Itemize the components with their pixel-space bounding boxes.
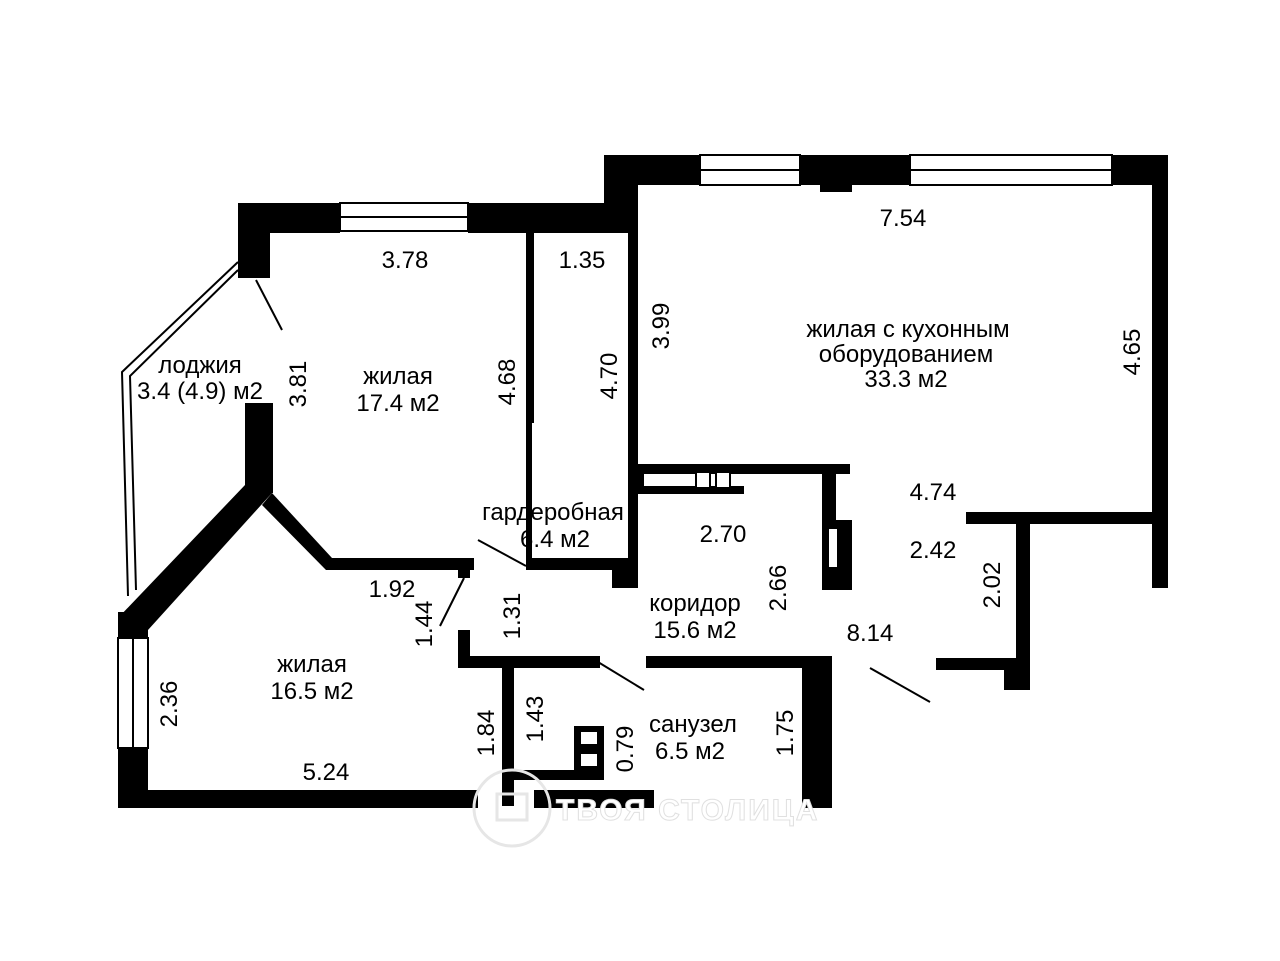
- corridor-area: 15.6 м2: [653, 617, 736, 644]
- dim-381: 3.81: [285, 361, 312, 408]
- dim-135: 1.35: [559, 247, 606, 274]
- dim-474: 4.74: [910, 479, 957, 506]
- watermark: ТВОЯ СТОЛИЦА: [472, 768, 819, 848]
- loggia-area: 3.4 (4.9) м2: [137, 378, 263, 405]
- dim-378: 3.78: [382, 247, 429, 274]
- dim-754: 7.54: [880, 205, 927, 232]
- door-lines: [255, 279, 931, 703]
- bathroom-name: санузел: [649, 711, 737, 738]
- watermark-text: ТВОЯ СТОЛИЦА: [556, 794, 819, 827]
- wardrobe-area: 6.4 м2: [520, 526, 590, 553]
- windows: [117, 154, 1113, 749]
- dim-144: 1.44: [411, 601, 438, 648]
- living-2-area: 16.5 м2: [270, 678, 353, 705]
- dim-175: 1.75: [772, 710, 799, 757]
- dim-465: 4.65: [1119, 329, 1146, 376]
- living-1-area: 17.4 м2: [356, 390, 439, 417]
- dim-143: 1.43: [522, 696, 549, 743]
- kitchen-area: 33.3 м2: [864, 366, 947, 393]
- watermark-logo-icon: [472, 768, 552, 848]
- living-1-name: жилая: [363, 363, 433, 390]
- dim-242: 2.42: [910, 537, 957, 564]
- dim-524: 5.24: [303, 759, 350, 786]
- kitchen-name-1: жилая с кухонным: [806, 316, 1009, 343]
- wardrobe-name: гардеробная: [482, 499, 624, 526]
- corridor-name: коридор: [649, 590, 741, 617]
- dim-470: 4.70: [596, 353, 623, 400]
- dim-192: 1.92: [369, 576, 416, 603]
- dim-814: 8.14: [847, 620, 894, 647]
- walls: [118, 155, 1168, 808]
- dim-079: 0.79: [612, 726, 639, 773]
- bathroom-fixtures: [581, 732, 597, 766]
- dim-270: 2.70: [700, 521, 747, 548]
- kitchen-fixtures: [695, 471, 839, 569]
- dim-468: 4.68: [494, 359, 521, 406]
- dim-266: 2.66: [765, 565, 792, 612]
- room-labels: жилая с кухонным оборудованием 33.3 м2 ж…: [137, 316, 1010, 765]
- dim-184: 1.84: [473, 710, 500, 757]
- kitchen-name-2: оборудованием: [819, 341, 993, 368]
- dim-399: 3.99: [648, 303, 675, 350]
- loggia-name: лоджия: [158, 352, 242, 379]
- bathroom-area: 6.5 м2: [655, 738, 725, 765]
- living-2-name: жилая: [277, 651, 347, 678]
- dimension-labels: 7.54 3.78 1.35 4.74 2.70 2.42 1.92 8.14 …: [156, 205, 1146, 786]
- loggia-outline: [120, 261, 239, 597]
- dim-131: 1.31: [499, 593, 526, 640]
- dim-236: 2.36: [156, 681, 183, 728]
- dim-202: 2.02: [979, 562, 1006, 609]
